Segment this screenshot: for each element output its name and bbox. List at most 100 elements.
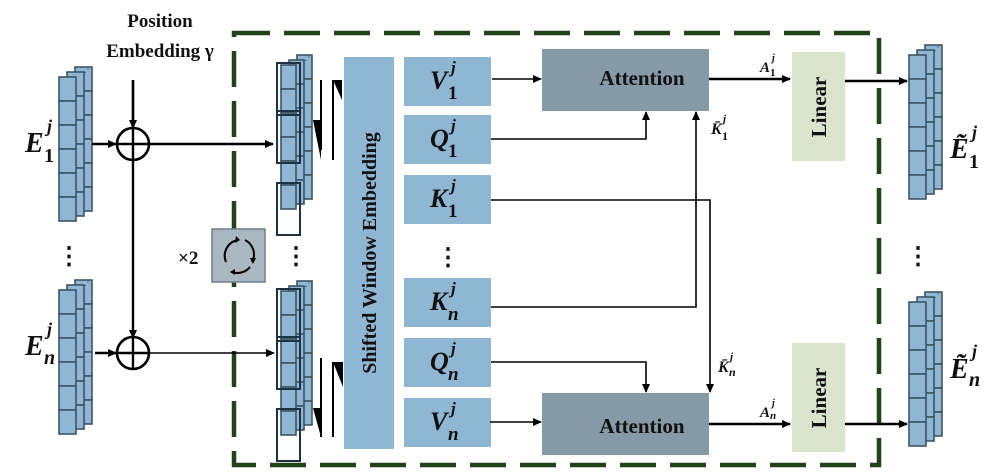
token-cell bbox=[58, 172, 77, 198]
token-cell bbox=[908, 325, 927, 351]
svg-text:j: j bbox=[969, 341, 978, 361]
position-embedding-label-line1: Position bbox=[127, 11, 193, 32]
token-cell bbox=[280, 314, 297, 340]
token-cell bbox=[280, 410, 297, 436]
svg-text:j: j bbox=[44, 319, 53, 339]
svg-text:n: n bbox=[969, 369, 980, 391]
token-cell bbox=[58, 196, 77, 222]
svg-text:j: j bbox=[448, 176, 456, 195]
svg-text:j: j bbox=[448, 339, 456, 358]
svg-text:j: j bbox=[448, 58, 456, 77]
attention-label-n: Attention bbox=[599, 414, 684, 438]
svg-text:V: V bbox=[430, 407, 450, 436]
svg-text:Ẽ: Ẽ bbox=[949, 354, 969, 385]
svg-text:n: n bbox=[448, 304, 459, 325]
svg-text:1: 1 bbox=[722, 129, 728, 143]
svg-text:j: j bbox=[448, 399, 456, 418]
linear-block-1 bbox=[792, 52, 845, 161]
svg-text:K: K bbox=[429, 287, 449, 316]
token-cell bbox=[280, 160, 297, 186]
input-label-n: E j n bbox=[24, 319, 55, 369]
svg-text:n: n bbox=[448, 424, 459, 445]
token-cell bbox=[58, 76, 77, 102]
svg-text:j: j bbox=[770, 398, 775, 409]
shift-arrows-icon-n bbox=[313, 358, 343, 437]
token-cell bbox=[908, 301, 927, 327]
svg-text:1: 1 bbox=[448, 201, 458, 222]
position-embedding-label-line2: Embedding γ bbox=[106, 41, 214, 62]
output-label-n: Ẽ j n bbox=[949, 341, 980, 391]
token-cell bbox=[58, 409, 77, 435]
svg-text:Q: Q bbox=[430, 124, 449, 153]
svg-text:K: K bbox=[429, 184, 449, 213]
svg-text:1: 1 bbox=[44, 145, 54, 167]
svg-text:n: n bbox=[770, 410, 776, 422]
depth-dots: ⋰ bbox=[931, 45, 940, 55]
svg-text:1: 1 bbox=[969, 151, 979, 173]
depth-dots: ⋰ bbox=[81, 280, 90, 290]
token-cell bbox=[280, 290, 297, 316]
token-cell bbox=[280, 136, 297, 162]
token-cell bbox=[908, 102, 927, 128]
a1-label: A j 1 bbox=[759, 53, 776, 79]
svg-text:1: 1 bbox=[448, 83, 458, 104]
window-outline bbox=[276, 110, 301, 164]
svg-text:j: j bbox=[448, 116, 456, 135]
token-cell bbox=[58, 385, 77, 411]
svg-text:j: j bbox=[770, 53, 775, 64]
token-cell bbox=[58, 124, 77, 150]
token-cell bbox=[908, 174, 927, 200]
transformer-block-border bbox=[231, 30, 882, 468]
shifted-ellipsis: ⋮ bbox=[284, 244, 308, 270]
svg-text:j: j bbox=[448, 279, 456, 298]
shifted-token-stack-1: ⋰ bbox=[276, 54, 313, 236]
depth-dots: ⋰ bbox=[302, 55, 311, 65]
input-token-stack-n: ⋰ bbox=[58, 279, 93, 435]
kbar-1-label: K̄ j 1 bbox=[710, 113, 728, 143]
svg-text:E: E bbox=[24, 128, 44, 159]
token-cell bbox=[280, 362, 297, 388]
token-cell bbox=[280, 64, 297, 90]
token-cell bbox=[280, 338, 297, 364]
svg-text:1: 1 bbox=[770, 67, 776, 79]
svg-text:j: j bbox=[721, 113, 727, 125]
kbar-n-label: K̄ j n bbox=[717, 351, 736, 379]
output-token-stack-n: ⋰ bbox=[908, 291, 943, 447]
depth-dots: ⋰ bbox=[931, 292, 940, 302]
k1-to-attention-n-arrow bbox=[491, 199, 714, 393]
shifted-window-embedding-label: Shifted Window Embedding bbox=[359, 132, 381, 374]
svg-text:n: n bbox=[448, 364, 459, 385]
q1-to-attention-arrow bbox=[491, 111, 650, 140]
token-cell bbox=[908, 150, 927, 176]
token-cell bbox=[908, 54, 927, 80]
svg-text:n: n bbox=[729, 365, 736, 379]
window-outline bbox=[276, 62, 301, 116]
token-cell bbox=[908, 373, 927, 399]
linear-label-n: Linear bbox=[807, 368, 831, 429]
token-cell bbox=[58, 313, 77, 339]
window-outline bbox=[276, 288, 301, 342]
attention-block-1 bbox=[542, 49, 709, 111]
token-cell bbox=[58, 289, 77, 315]
qkv-ellipsis: ⋮ bbox=[436, 245, 460, 271]
input-token-stack-1: ⋰ bbox=[58, 66, 93, 222]
token-cell bbox=[280, 184, 297, 210]
token-cell bbox=[908, 421, 927, 447]
attention-label-1: Attention bbox=[599, 66, 684, 90]
svg-text:A: A bbox=[759, 60, 770, 76]
svg-text:Ẽ: Ẽ bbox=[949, 134, 969, 165]
svg-text:A: A bbox=[759, 405, 770, 421]
svg-text:V: V bbox=[430, 66, 450, 95]
svg-text:j: j bbox=[44, 116, 53, 136]
token-cell bbox=[908, 397, 927, 423]
svg-text:Q: Q bbox=[430, 347, 449, 376]
window-outline bbox=[276, 408, 301, 462]
repeat-box bbox=[211, 228, 266, 283]
